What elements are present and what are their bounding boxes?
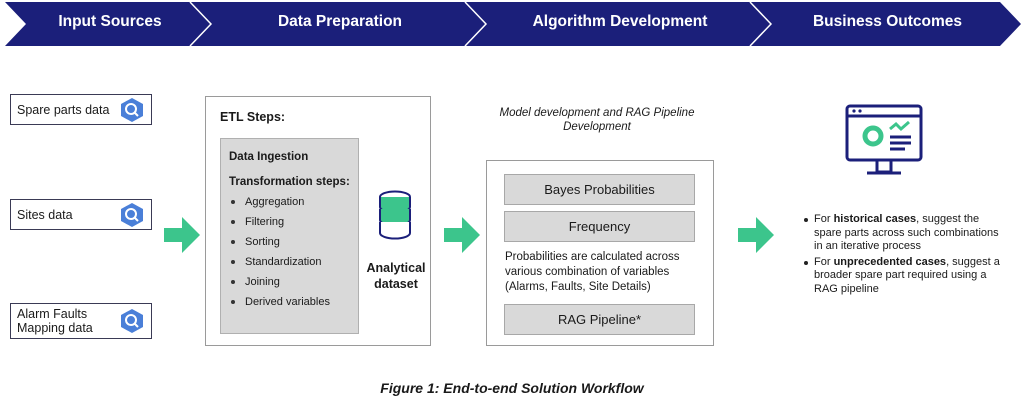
- input-source-alarm-faults: Alarm Faults Mapping data: [10, 303, 152, 339]
- monitor-dashboard-icon: [845, 104, 923, 175]
- input-source-label: Sites data: [17, 207, 73, 222]
- input-source-label: Spare parts data: [17, 102, 110, 117]
- list-item: Standardization: [231, 252, 330, 272]
- flow-arrow-icon: [738, 217, 774, 253]
- list-item: Derived variables: [231, 292, 330, 312]
- chevron-data-preparation: [190, 2, 486, 46]
- list-item: Filtering: [231, 212, 330, 232]
- chevron-business-outcomes: [750, 2, 1021, 46]
- input-source-spare-parts: Spare parts data: [10, 94, 152, 125]
- flow-arrow-icon: [164, 217, 200, 253]
- rag-pipeline-box: RAG Pipeline*: [504, 304, 695, 335]
- input-source-label: Alarm Faults Mapping data: [17, 307, 93, 335]
- list-item: Joining: [231, 272, 330, 292]
- stage-label-business-outcomes: Business Outcomes: [812, 13, 963, 30]
- flow-arrow-icon: [444, 217, 480, 253]
- list-item: Aggregation: [231, 192, 330, 212]
- stage-label-algorithm-development: Algorithm Development: [532, 13, 708, 30]
- stage-label-data-preparation: Data Preparation: [277, 13, 403, 30]
- header-chevron-bar: [5, 1, 1021, 47]
- input-source-sites: Sites data: [10, 199, 152, 230]
- search-hex-icon: [121, 97, 143, 122]
- data-ingestion-heading: Data Ingestion: [229, 151, 309, 163]
- transformation-heading: Transformation steps:: [229, 176, 350, 188]
- list-item: Sorting: [231, 232, 330, 252]
- chevron-input-sources: [5, 2, 211, 46]
- chevron-algorithm-development: [465, 2, 771, 46]
- algorithm-caption: Model development and RAG Pipeline Devel…: [499, 107, 695, 133]
- search-hex-icon: [121, 309, 143, 333]
- method-frequency: Frequency: [504, 211, 695, 242]
- stage-label-input-sources: Input Sources: [58, 13, 162, 30]
- transformation-steps-list: Aggregation Filtering Sorting Standardiz…: [231, 192, 330, 312]
- list-item: For historical cases, suggest the spare …: [804, 213, 1004, 254]
- etl-steps-box: Data Ingestion Transformation steps: Agg…: [220, 138, 359, 334]
- business-outcomes-list: For historical cases, suggest the spare …: [804, 213, 1004, 298]
- etl-title: ETL Steps:: [220, 110, 286, 124]
- method-bayes-probabilities: Bayes Probabilities: [504, 174, 695, 205]
- figure-caption: Figure 1: End-to-end Solution Workflow: [380, 380, 644, 396]
- database-icon: [379, 190, 411, 240]
- algorithm-description: Probabilities are calculated across vari…: [505, 251, 680, 293]
- etl-panel: ETL Steps: Data Ingestion Transformation…: [205, 96, 431, 346]
- list-item: For unprecedented cases, suggest a broad…: [804, 256, 1004, 297]
- analytical-dataset-label: Analytical dataset: [366, 261, 426, 291]
- algorithm-panel: Bayes Probabilities Frequency Probabilit…: [486, 160, 714, 346]
- search-hex-icon: [121, 202, 143, 227]
